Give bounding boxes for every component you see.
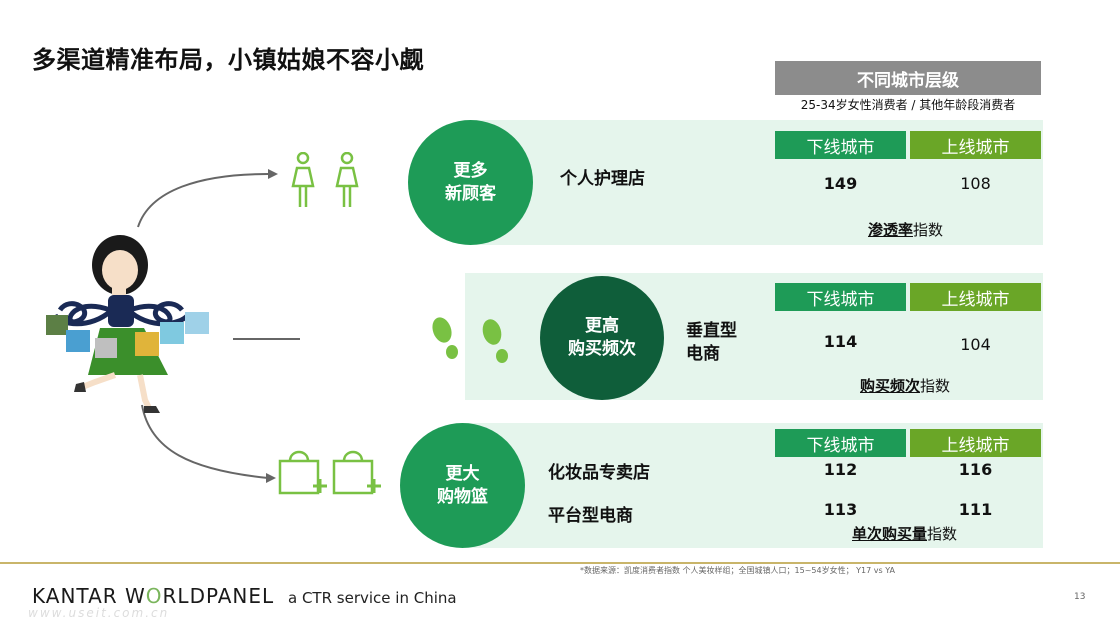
tag-upper-tier-1: 上线城市 xyxy=(910,131,1041,159)
brand-part1: KANTAR W xyxy=(32,584,146,608)
person-icon xyxy=(291,152,359,207)
page-number: 13 xyxy=(1074,592,1086,602)
circle-line-2: 购买频次 xyxy=(568,339,636,359)
value-lower-1: 149 xyxy=(823,174,858,193)
channel-cosmetics-store: 化妆品专卖店 xyxy=(548,463,650,483)
tag-lower-tier-1: 下线城市 xyxy=(775,131,906,159)
circle-line-2: 新顾客 xyxy=(445,183,496,204)
kantar-logo: KANTAR WORLDPANEL xyxy=(32,584,274,608)
legend-subtitle: 25-34岁女性消费者 / 其他年龄段消费者 xyxy=(800,98,1016,112)
channel-line-2: 电商 xyxy=(686,344,720,364)
footprint-icon xyxy=(432,317,508,363)
value-lower-2: 114 xyxy=(823,332,858,351)
circle-line-1: 更多 xyxy=(453,160,488,181)
tagline: a CTR service in China xyxy=(288,589,457,607)
index-bold: 单次购买量 xyxy=(852,525,928,543)
circle-line-1: 更大 xyxy=(445,463,480,484)
circle-new-customers: 更多 新顾客 xyxy=(408,120,533,245)
value-upper-3a: 116 xyxy=(958,460,993,479)
value-lower-3b: 113 xyxy=(823,500,858,519)
index-label-penetration: 渗透率指数 xyxy=(868,219,943,240)
index-label-basket: 单次购买量指数 xyxy=(852,523,957,544)
tag-lower-tier-2: 下线城市 xyxy=(775,283,906,311)
brand-part2: O xyxy=(145,584,163,608)
arrow-down xyxy=(141,404,269,479)
channel-line-1: 垂直型 xyxy=(686,321,737,341)
circle-line-2: 购物篮 xyxy=(437,486,488,507)
tag-upper-tier-2: 上线城市 xyxy=(910,283,1041,311)
tag-upper-tier-3: 上线城市 xyxy=(910,429,1041,457)
index-bold: 购买频次 xyxy=(860,377,921,395)
index-rest: 指数 xyxy=(927,525,958,543)
watermark: www.useit.com.cn xyxy=(28,606,170,620)
channel-personal-care-store: 个人护理店 xyxy=(560,169,645,189)
index-label-frequency: 购买频次指数 xyxy=(860,375,950,396)
tag-lower-tier-3: 下线城市 xyxy=(775,429,906,457)
legend-header: 不同城市层级 xyxy=(775,61,1041,95)
circle-higher-frequency: 更高 购买频次 xyxy=(540,276,664,400)
index-bold: 渗透率 xyxy=(868,221,914,239)
arrow-up xyxy=(137,173,269,228)
value-lower-3a: 112 xyxy=(823,460,858,479)
shopping-bag-plus-icon xyxy=(278,450,381,495)
shopper-illustration xyxy=(46,169,300,483)
page-title: 多渠道精准布局，小镇姑娘不容小觑 xyxy=(32,46,424,74)
circle-line-1: 更高 xyxy=(585,316,619,336)
value-upper-3b: 111 xyxy=(958,500,993,519)
channel-vertical-ecommerce: 垂直型 电商 xyxy=(686,320,737,366)
value-upper-2: 104 xyxy=(960,335,991,354)
index-rest: 指数 xyxy=(920,377,951,395)
brand-part3: RLDPANEL xyxy=(162,584,275,608)
footer-divider xyxy=(0,562,1120,564)
index-rest: 指数 xyxy=(913,221,944,239)
circle-bigger-basket: 更大 购物篮 xyxy=(400,423,525,548)
source-note: *数据来源：凯度消费者指数 个人美妆样组；全国城镇人口；15~54岁女性； Y1… xyxy=(580,566,895,575)
value-upper-1: 108 xyxy=(960,174,991,193)
channel-platform-ecommerce: 平台型电商 xyxy=(548,506,633,526)
